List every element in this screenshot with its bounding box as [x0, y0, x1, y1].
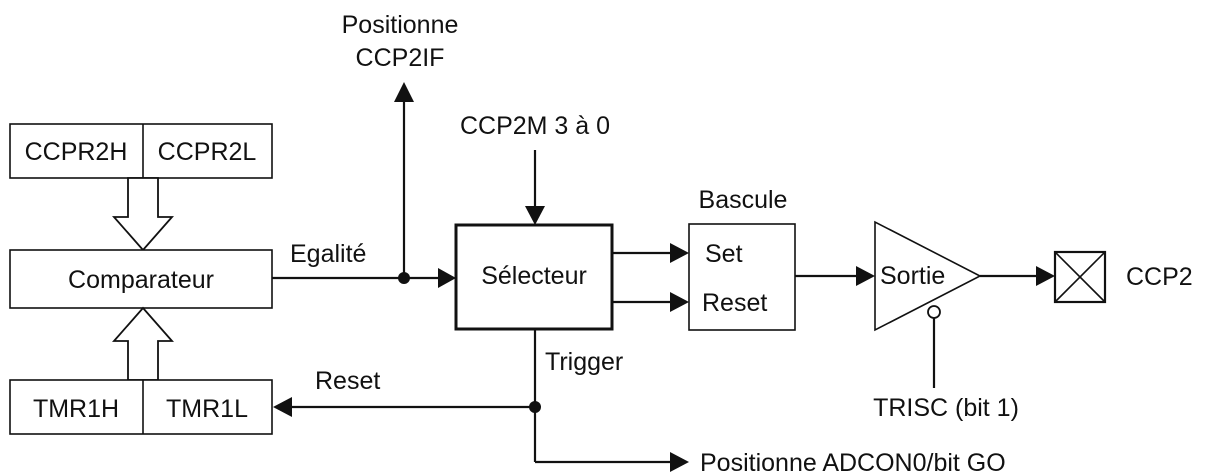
selecteur-label: Sélecteur: [481, 262, 587, 290]
reset-signal-label: Reset: [315, 367, 380, 395]
trigger-label: Trigger: [545, 348, 623, 376]
reset-arrowhead: [670, 292, 689, 312]
ccp2-pin-icon: [1053, 250, 1107, 304]
trisc-label: TRISC (bit 1): [873, 394, 1019, 422]
ccpr2h-label: CCPR2H: [25, 138, 128, 166]
ccpr2l-label: CCPR2L: [158, 138, 257, 166]
tmr1-register: TMR1H TMR1L: [9, 379, 273, 435]
selecteur-block: Sélecteur: [454, 223, 614, 331]
ccp2m-label: CCP2M 3 à 0: [460, 112, 610, 140]
bascule-title: Bascule: [699, 186, 788, 214]
sortie-label: Sortie: [880, 262, 945, 290]
positionne-label-line1: Positionne: [342, 11, 459, 39]
positionne-label-line2: CCP2IF: [356, 44, 445, 72]
tmr1-reset-arrowhead: [273, 397, 292, 417]
bascule-reset-label: Reset: [702, 289, 767, 317]
set-arrowhead: [670, 243, 689, 263]
bascule-block: Bascule Set Reset: [688, 186, 796, 331]
comparateur-box: [9, 249, 273, 309]
ccp2-arrowhead: [1036, 266, 1055, 286]
ccpr2-register: CCPR2H CCPR2L: [9, 123, 273, 179]
bascule-box: [688, 223, 796, 331]
egalite-label: Egalité: [290, 240, 366, 268]
ccp2m-arrowhead: [525, 206, 545, 225]
egalite-arrowhead: [438, 268, 456, 288]
bus-arrow-up: [112, 306, 174, 381]
sortie-triangle: [874, 220, 982, 332]
sortie-enable-bubble: [927, 305, 941, 319]
sortie-buffer: Sortie: [874, 220, 982, 388]
adcon0-label: Positionne ADCON0/bit GO: [700, 449, 1006, 475]
tmr1l-label: TMR1L: [166, 395, 248, 423]
comparateur-block: Comparateur: [9, 249, 273, 309]
bus-arrow-down: [112, 177, 174, 252]
bascule-set-label: Set: [705, 240, 743, 268]
selecteur-box: [454, 223, 614, 331]
ccp2-label: CCP2: [1126, 263, 1193, 291]
tmr1h-label: TMR1H: [33, 395, 119, 423]
ccp2if-arrowhead: [394, 82, 414, 102]
adcon0-arrowhead: [670, 452, 689, 472]
comparateur-label: Comparateur: [68, 266, 214, 294]
ccpr2-register-box: [9, 123, 273, 179]
tmr1-register-box: [9, 379, 273, 435]
bascule-out-arrowhead: [856, 266, 875, 286]
